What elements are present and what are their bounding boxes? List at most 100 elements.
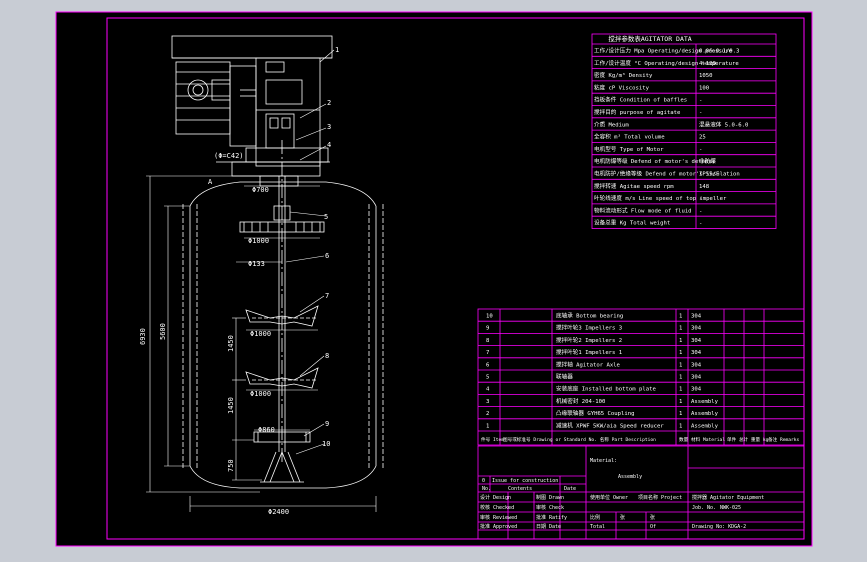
coupling bbox=[273, 205, 291, 221]
bom-item-no: 5 bbox=[486, 375, 489, 381]
agitator-row: 搅拌目的 purpose of agitate - bbox=[594, 108, 702, 116]
agitator-row-label: 粘度 cP Viscosity bbox=[594, 83, 650, 91]
agitator-table-title: 搅拌参数表AGITATOR DATA bbox=[608, 34, 691, 43]
bom-qty: 1 bbox=[679, 411, 682, 417]
motor-note: (Φ=C42) bbox=[214, 152, 244, 160]
bom-qty: 1 bbox=[679, 399, 682, 405]
agitator-row: 物料流动形式 Flow mode of fluid - bbox=[594, 206, 702, 214]
dim-pitch-2: 1450 bbox=[227, 397, 235, 414]
agitator-row-label: 搅拌目的 purpose of agitate bbox=[594, 108, 681, 116]
agitator-row-value: 0.06-0.1/0.3 bbox=[699, 49, 739, 55]
bom-part-name: 搅拌叶轮2 Impellers 2 bbox=[556, 336, 622, 344]
bom-part-name: 机械密封 204-100 bbox=[556, 397, 605, 405]
bom-header-qty: 数量 bbox=[679, 436, 689, 443]
bom-part-name: 凸缘联轴器 GYH65 Coupling bbox=[556, 409, 635, 417]
outer-frame bbox=[55, 11, 813, 547]
agitator-row: 挡板条件 Condition of baffles - bbox=[594, 96, 702, 104]
agitator-row: 叶轮线速度 m/s Line speed of top impeller- bbox=[594, 194, 727, 202]
agitator-row-label: 挡板条件 Condition of baffles bbox=[594, 96, 687, 104]
bom-header-material: 材料 Material bbox=[691, 436, 725, 443]
callout-8: 8 bbox=[325, 352, 329, 360]
bom-qty: 1 bbox=[679, 362, 682, 368]
agitator-row-value: 4-120 bbox=[699, 61, 716, 67]
agitator-row-label: 工作/设计压力 Mpa Operating/design pressure bbox=[594, 47, 733, 55]
bom-item-no: 3 bbox=[486, 399, 489, 405]
agitator-row-label: 设备总重 Kg Total weight bbox=[594, 219, 670, 227]
top-baffle bbox=[239, 221, 325, 233]
bom-material: 304 bbox=[691, 362, 702, 368]
title-block: Material: Assembly 0 Issue for construct… bbox=[477, 445, 805, 540]
bom-qty: 1 bbox=[679, 350, 682, 356]
bom-qty: 1 bbox=[679, 387, 682, 393]
agitator-row: 电机型号 Type of Motor- bbox=[594, 145, 702, 153]
callout-10: 10 bbox=[322, 440, 330, 448]
bom-material: 304 bbox=[691, 314, 702, 320]
bom-material: 304 bbox=[691, 350, 702, 356]
dimension-lines bbox=[146, 175, 377, 512]
agitator-drawing bbox=[146, 35, 384, 512]
agitator-row-value: IP55/F bbox=[699, 172, 720, 178]
agitator-row-label: 密度 Kg/m³ Density bbox=[594, 71, 653, 79]
coil-left bbox=[182, 204, 198, 470]
tb-dwg-no: Drawing No: KDGA-2 bbox=[692, 524, 746, 530]
agitator-row: 电机防护/绝缘等级 Defend of motor's insulationIP… bbox=[594, 170, 740, 178]
agitator-row-value: - bbox=[699, 98, 702, 104]
agitator-row-value: 1050 bbox=[699, 73, 712, 79]
bom-qty: 1 bbox=[679, 326, 682, 332]
label-a: A bbox=[208, 178, 213, 186]
bom-material: Assembly bbox=[691, 411, 719, 417]
callout-9: 9 bbox=[325, 420, 329, 428]
agitator-row: 密度 Kg/m³ Density 1050 bbox=[594, 71, 712, 79]
bom-part-name: 底轴承 Bottom bearing bbox=[556, 312, 623, 320]
callout-6: 6 bbox=[325, 252, 329, 260]
impeller-2 bbox=[245, 367, 319, 389]
bom-item-no: 1 bbox=[486, 423, 489, 429]
dim-impeller-1: Φ1000 bbox=[250, 330, 271, 338]
dim-flange: Φ700 bbox=[252, 186, 269, 194]
leader-lines bbox=[285, 49, 335, 455]
bom-material: Assembly bbox=[691, 423, 719, 429]
reducer-body bbox=[229, 57, 321, 167]
bom-item-no: 10 bbox=[486, 314, 493, 320]
bom-part-name: 搅拌轴 Agitator Axle bbox=[556, 360, 621, 368]
agitator-row-label: 叶轮线速度 m/s Line speed of top impeller bbox=[594, 194, 727, 202]
bom-item-no: 4 bbox=[486, 387, 490, 393]
tb-rev-no: 0 bbox=[482, 478, 485, 484]
bom-material: 304 bbox=[691, 375, 702, 381]
callout-labels: 1 2 3 4 5 6 7 8 9 10 bbox=[322, 46, 339, 448]
agitator-row-value: - bbox=[699, 221, 702, 227]
bom-material: 304 bbox=[691, 338, 702, 344]
vessel bbox=[189, 181, 377, 489]
tb-col-contents: Contents bbox=[508, 486, 532, 492]
agitator-row-label: 物料流动形式 Flow mode of fluid bbox=[594, 206, 692, 214]
bom-qty: 1 bbox=[679, 314, 682, 320]
callout-4: 4 bbox=[327, 141, 331, 149]
bottom-bearing bbox=[260, 451, 304, 483]
agitator-row-value: - bbox=[699, 208, 702, 214]
agitator-row-label: 电机防护/绝缘等级 Defend of motor's insulation bbox=[594, 170, 740, 178]
agitator-row-value: 混悬液体 5.0-6.0 bbox=[699, 120, 748, 128]
agitator-data-table: 搅拌参数表AGITATOR DATA 工作/设计压力 Mpa Operating… bbox=[591, 33, 777, 229]
agitator-row-value: - bbox=[699, 110, 702, 116]
tb-material-label: Material: bbox=[590, 458, 617, 464]
tb-reviewed: 审核 Reviewed bbox=[480, 514, 517, 521]
dim-vessel-diameter: Φ2400 bbox=[268, 508, 289, 516]
tb-sheet-2: 张 bbox=[650, 514, 655, 521]
bom-header-name: 图号或标准号 Drawing or Standard No. 名称 Part D… bbox=[503, 436, 656, 443]
agitator-row-label: 电机防爆等级 Defend of motor's detonat bbox=[594, 157, 715, 165]
tb-of: Of bbox=[650, 524, 656, 530]
agitator-row-value: 148 bbox=[699, 184, 710, 190]
tb-col-date: Date bbox=[564, 486, 576, 492]
bom-item-no: 7 bbox=[486, 350, 489, 356]
bom-row: 10 底轴承 Bottom bearing 1 304 bbox=[486, 312, 702, 320]
